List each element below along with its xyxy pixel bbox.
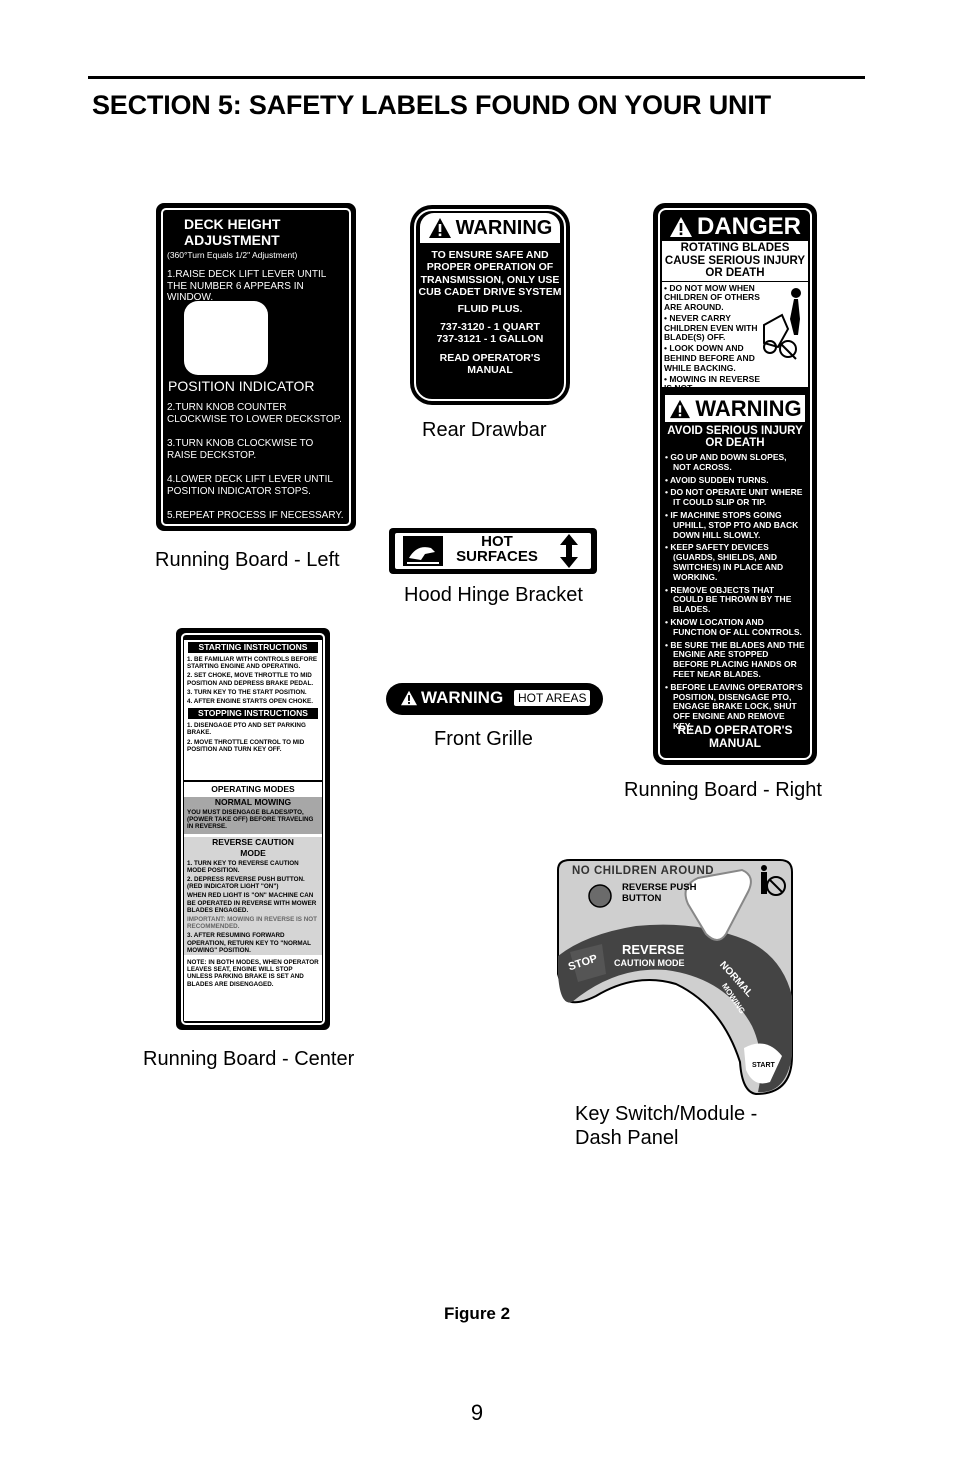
warning-triangle-icon <box>670 399 691 418</box>
stopping-item: 2. MOVE THROTTLE CONTROL TO MID POSITION… <box>187 738 305 753</box>
warning-item: • REMOVE OBJECTS THAT COULD BE THROWN BY… <box>665 584 792 615</box>
center-note: NOTE: IN BOTH MODES, WHEN OPERATOR LEAVE… <box>187 959 319 988</box>
key-module-graphic <box>557 859 793 1096</box>
reverse-item: WHEN RED LIGHT IS "ON" MACHINE CAN BE OP… <box>187 892 317 914</box>
rear-line-3: 737-3120 - 1 QUART <box>440 321 540 334</box>
normal-header: NORMAL MOWING <box>214 797 292 807</box>
danger-item: • LOOK DOWN AND BEHIND BEFORE AND WHILE … <box>664 343 755 373</box>
reverse-item: 1. TURN KEY TO REVERSE CAUTION MODE POSI… <box>187 859 299 874</box>
stopping-header: STOPPING INSTRUCTIONS <box>188 708 318 720</box>
warning-item: • AVOID SUDDEN TURNS. <box>665 474 769 485</box>
warning-item: • KNOW LOCATION AND FUNCTION OF ALL CONT… <box>665 616 802 637</box>
hot-surface-hand-icon <box>403 536 443 566</box>
warning-item: • GO UP AND DOWN SLOPES, NOT ACROSS. <box>665 452 787 472</box>
rear-line-5: READ OPERATOR'S MANUAL <box>439 351 541 377</box>
danger-subheader: ROTATING BLADES CAUSE SERIOUS INJURY OR … <box>662 242 808 282</box>
danger-warning-sub: AVOID SERIOUS INJURY OR DEATH <box>667 425 803 449</box>
normal-mowing-box: NORMAL MOWING YOU MUST DISENGAGE BLADES/… <box>184 797 322 834</box>
reverse-text: REVERSE <box>622 942 685 957</box>
mower-child-pictogram-icon <box>763 288 801 360</box>
position-window <box>184 301 268 375</box>
reverse-caution-box: REVERSE CAUTION MODE 1. TURN KEY TO REVE… <box>184 836 322 956</box>
deck-step-1: 1.RAISE DECK LIFT LEVER UNTIL THE NUMBER… <box>167 269 326 303</box>
instructions-pane: STARTING INSTRUCTIONS 1. BE FAMILIAR WIT… <box>184 640 322 780</box>
danger-warning-header: WARNING <box>665 395 805 422</box>
warning-item: • DO NOT OPERATE UNIT WHERE IT COULD SLI… <box>665 487 803 508</box>
deck-step-4: 4.LOWER DECK LIFT LEVER UNTIL POSITION I… <box>167 474 333 497</box>
starting-header: STARTING INSTRUCTIONS <box>188 642 318 653</box>
rear-warning-text: WARNING <box>455 216 553 239</box>
starting-item: 1. BE FAMILIAR WITH CONTROLS BEFORE STAR… <box>187 656 318 671</box>
danger-warning-text: WARNING <box>695 395 802 421</box>
stopping-item: 1. DISENGAGE PTO AND SET PARKING BRAKE. <box>187 722 306 737</box>
danger-item: • DO NOT MOW WHEN CHILDREN OF OTHERS ARE… <box>664 282 760 313</box>
top-rule <box>88 76 865 79</box>
front-grille-label: WARNING HOT AREAS <box>386 683 603 715</box>
danger-read-manual: READ OPERATOR'S MANUAL <box>677 723 793 750</box>
caution-mode-text: CAUTION MODE <box>614 958 685 968</box>
warning-item: • BEFORE LEAVING OPERATOR'S POSITION, DI… <box>665 681 803 731</box>
danger-header: DANGER <box>668 213 801 241</box>
deck-step-5: 5.REPEAT PROCESS IF NECESSARY. <box>167 510 344 521</box>
hot-surfaces-text: HOT SURFACES <box>447 534 547 564</box>
reverse-item: 3. AFTER RESUMING FORWARD OPERATION, RET… <box>187 932 311 954</box>
position-indicator-label: POSITION INDICATOR <box>168 378 315 394</box>
rear-warning-header: WARNING <box>420 213 560 243</box>
danger-warning-list: • GO UP AND DOWN SLOPES, NOT ACROSS. • A… <box>665 452 805 735</box>
hot-line-1: HOT <box>481 533 513 550</box>
reverse-item: 2. DEPRESS REVERSE PUSH BUTTON. (RED IND… <box>187 876 305 891</box>
starting-item: 4. AFTER ENGINE STARTS OPEN CHOKE. <box>187 698 313 706</box>
danger-header-text: DANGER <box>697 213 802 240</box>
key-switch-module-label: NO CHILDREN AROUND REVERSE PUSH BUTTON S… <box>556 856 796 1096</box>
rear-drawbar-label: WARNING TO ENSURE SAFE AND PROPER OPERAT… <box>410 205 570 405</box>
starting-item: 3. TURN KEY TO THE START POSITION. <box>187 688 307 696</box>
reverse-item: IMPORTANT: MOWING IN REVERSE IS NOT RECO… <box>187 916 318 931</box>
normal-text: YOU MUST DISENGAGE BLADES/PTO, (POWER TA… <box>187 809 314 831</box>
warning-triangle-icon <box>401 690 417 706</box>
deck-label-subtitle: (360°Turn Equals 1/2" Adjustment) <box>167 250 298 260</box>
warning-triangle-icon <box>428 218 451 238</box>
rear-line-2: FLUID PLUS. <box>457 302 523 315</box>
caption-running-board-center: Running Board - Center <box>143 1048 355 1070</box>
hot-surfaces-label: HOT SURFACES <box>389 528 597 574</box>
start-text: START <box>752 1062 775 1069</box>
warning-triangle-icon <box>670 217 692 237</box>
rear-label-body: TO ENSURE SAFE AND PROPER OPERATION OF T… <box>418 249 562 377</box>
danger-item: • NEVER CARRY CHILDREN EVEN WITH BLADE(S… <box>664 312 758 343</box>
deck-label-title: DECK HEIGHT ADJUSTMENT <box>184 216 281 248</box>
up-down-arrow-icon <box>560 534 578 568</box>
rear-line-4: 737-3121 - 1 GALLON <box>436 333 544 346</box>
reverse-header: REVERSE CAUTION MODE <box>212 836 294 858</box>
danger-panel: ROTATING BLADES CAUSE SERIOUS INJURY OR … <box>662 241 808 403</box>
warning-item: • IF MACHINE STOPS GOING UPHILL, STOP PT… <box>665 509 799 540</box>
section-title: SECTION 5: SAFETY LABELS FOUND ON YOUR U… <box>92 90 771 120</box>
no-children-icon <box>761 865 786 896</box>
operating-modes-pane: OPERATING MODES NORMAL MOWING YOU MUST D… <box>184 782 322 1021</box>
no-children-text: NO CHILDREN AROUND <box>572 865 715 877</box>
warning-item: • BE SURE THE BLADES AND THE ENGINE ARE … <box>665 639 805 679</box>
hot-areas-badge: HOT AREAS <box>514 690 591 706</box>
danger-list: • DO NOT MOW WHEN CHILDREN OF OTHERS ARE… <box>662 282 762 408</box>
deck-step-3: 3.TURN KNOB CLOCKWISE TO RAISE DECKSTOP. <box>167 438 314 461</box>
danger-label: DANGER ROTATING BLADES CAUSE SERIOUS INJ… <box>653 203 817 765</box>
hot-line-2: SURFACES <box>456 548 538 565</box>
figure-caption: Figure 2 <box>443 1304 511 1323</box>
deck-step-2: 2.TURN KNOB COUNTER CLOCKWISE TO LOWER D… <box>167 402 342 425</box>
reverse-push-button-text: REVERSE PUSH BUTTON <box>622 882 697 904</box>
rear-line-1: TO ENSURE SAFE AND PROPER OPERATION OF T… <box>418 249 562 299</box>
grille-warning-text: WARNING <box>421 688 504 707</box>
starting-item: 2. SET CHOKE, MOVE THROTTLE TO MID POSIT… <box>187 672 314 687</box>
caption-front-grille: Front Grille <box>434 728 533 750</box>
warning-item: • KEEP SAFETY DEVICES (GUARDS, SHIELDS, … <box>665 542 784 582</box>
caption-running-board-left: Running Board - Left <box>155 549 340 571</box>
caption-running-board-right: Running Board - Right <box>624 779 822 801</box>
running-board-center-label: STARTING INSTRUCTIONS 1. BE FAMILIAR WIT… <box>176 628 330 1030</box>
caption-rear-drawbar: Rear Drawbar <box>422 419 547 441</box>
page-number: 9 <box>470 1400 484 1425</box>
operating-header: OPERATING MODES <box>184 784 322 795</box>
grille-warning: WARNING <box>400 688 503 708</box>
deck-height-label: DECK HEIGHT ADJUSTMENT (360°Turn Equals … <box>156 203 356 531</box>
caption-hood-hinge-bracket: Hood Hinge Bracket <box>404 584 583 606</box>
caption-key-switch: Key Switch/Module - Dash Panel <box>575 1103 758 1149</box>
